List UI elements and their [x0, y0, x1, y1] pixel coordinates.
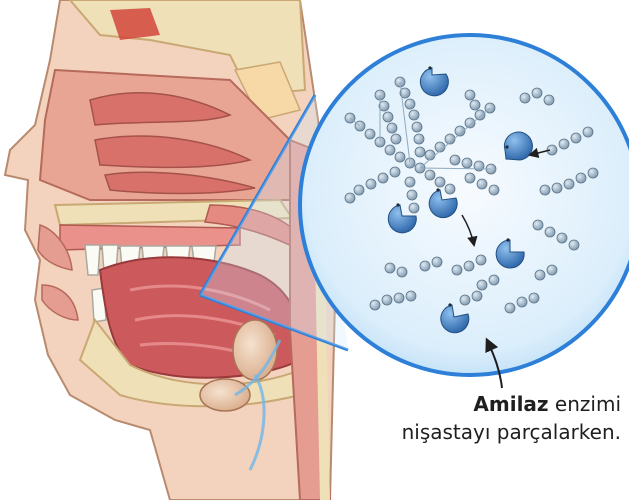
- caption-text: Amilaz enzimi nişastayı parçalarken.: [381, 390, 621, 446]
- caption-line-2: nişastayı parçalarken.: [381, 418, 621, 446]
- caption-rest: enzimi: [549, 392, 621, 416]
- caption-line-1: Amilaz enzimi: [381, 390, 621, 418]
- magnified-view: [300, 35, 629, 375]
- caption-bold: Amilaz: [473, 392, 548, 416]
